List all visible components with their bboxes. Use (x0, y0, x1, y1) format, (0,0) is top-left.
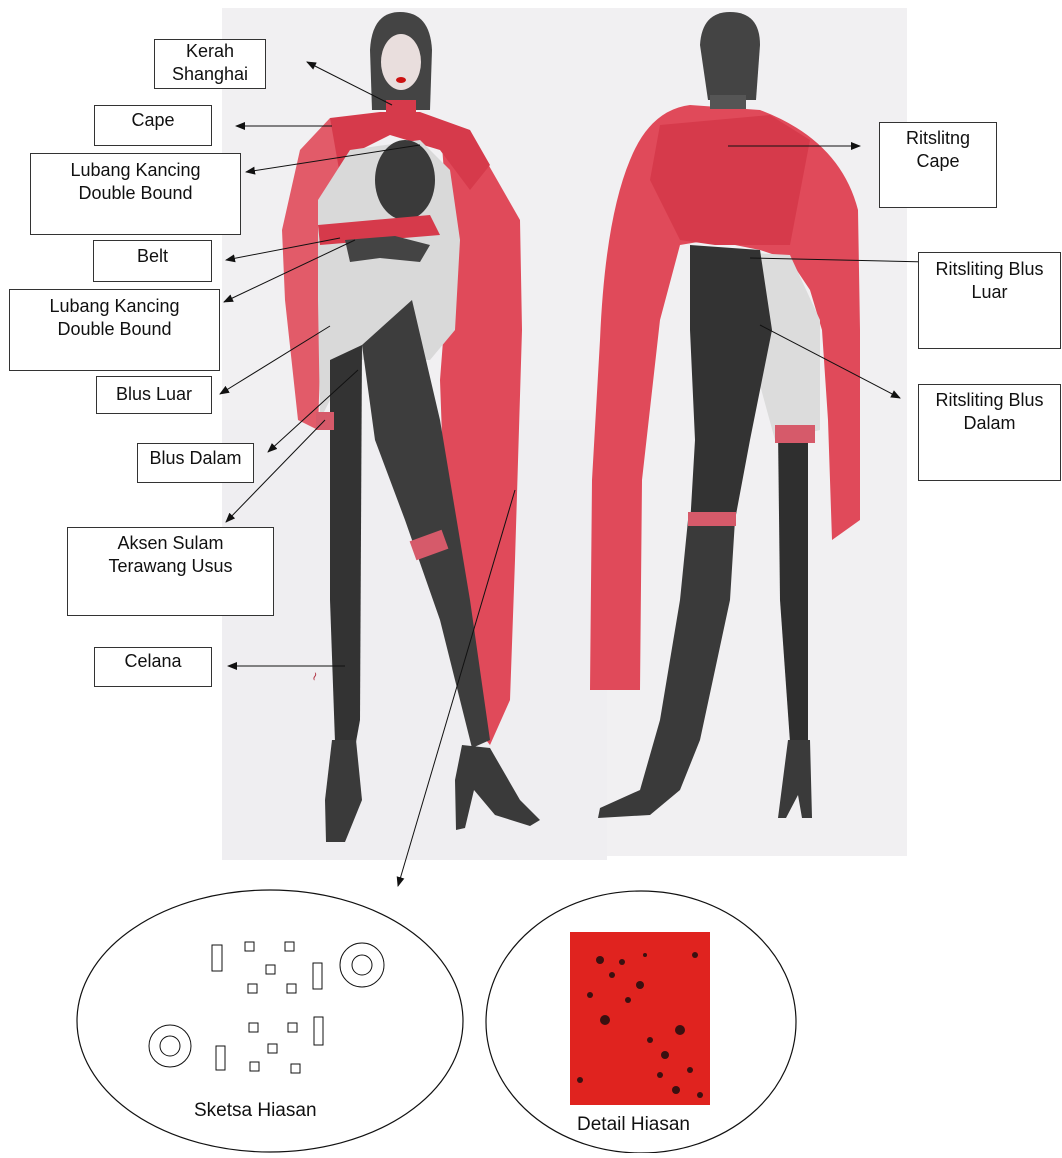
label-cape-text: Cape (95, 109, 211, 132)
front-collar (386, 100, 416, 120)
front-leg-left (330, 345, 362, 742)
back-head (700, 12, 760, 100)
caption-detail-hiasan: Detail Hiasan (577, 1114, 690, 1136)
label-rluar-line1: Ritsliting Blus (919, 258, 1060, 281)
label-rcape-line2: Cape (880, 150, 996, 173)
label-kerah-shanghai: Kerah Shanghai (154, 39, 266, 89)
label-ritsliting-blus-luar: Ritsliting Blus Luar (918, 252, 1061, 349)
label-lubang-kancing-2: Lubang Kancing Double Bound (9, 289, 220, 371)
label-rdalam-line1: Ritsliting Blus (919, 389, 1060, 412)
label-rcape-line1: Ritslitng (880, 127, 996, 150)
label-aksen-line2: Terawang Usus (68, 555, 273, 578)
label-rluar-line2: Luar (919, 281, 1060, 304)
label-rdalam-line2: Dalam (919, 412, 1060, 435)
detail-fabric-photo (570, 932, 710, 1105)
label-lubang-1-line1: Lubang Kancing (31, 159, 240, 182)
label-ritsliting-cape: Ritslitng Cape (879, 122, 997, 208)
front-lips (396, 77, 406, 83)
label-celana-text: Celana (95, 650, 211, 673)
label-kerah-line2: Shanghai (155, 63, 265, 86)
label-blus-luar-text: Blus Luar (97, 383, 211, 406)
label-lubang-2-line2: Double Bound (10, 318, 219, 341)
back-cuff-boot (688, 512, 736, 526)
back-collar (710, 95, 746, 109)
back-cape-yoke (650, 115, 810, 245)
label-celana: Celana (94, 647, 212, 687)
label-aksen-line1: Aksen Sulam (68, 532, 273, 555)
label-lubang-kancing-1: Lubang Kancing Double Bound (30, 153, 241, 235)
label-belt: Belt (93, 240, 212, 282)
label-blus-luar: Blus Luar (96, 376, 212, 414)
sketsa-motifs (149, 942, 384, 1073)
front-inner-top (375, 140, 435, 220)
label-belt-text: Belt (94, 245, 211, 268)
caption-sketsa-hiasan: Sketsa Hiasan (194, 1100, 317, 1122)
front-cuff-left (316, 412, 334, 430)
label-kerah-line1: Kerah (155, 40, 265, 63)
back-cuff-sleeve (775, 425, 815, 443)
label-aksen-sulam: Aksen Sulam Terawang Usus (67, 527, 274, 616)
label-blus-dalam-text: Blus Dalam (138, 447, 253, 470)
label-ritsliting-blus-dalam: Ritsliting Blus Dalam (918, 384, 1061, 481)
label-cape: Cape (94, 105, 212, 146)
label-blus-dalam: Blus Dalam (137, 443, 254, 483)
label-lubang-2-line1: Lubang Kancing (10, 295, 219, 318)
label-lubang-1-line2: Double Bound (31, 182, 240, 205)
